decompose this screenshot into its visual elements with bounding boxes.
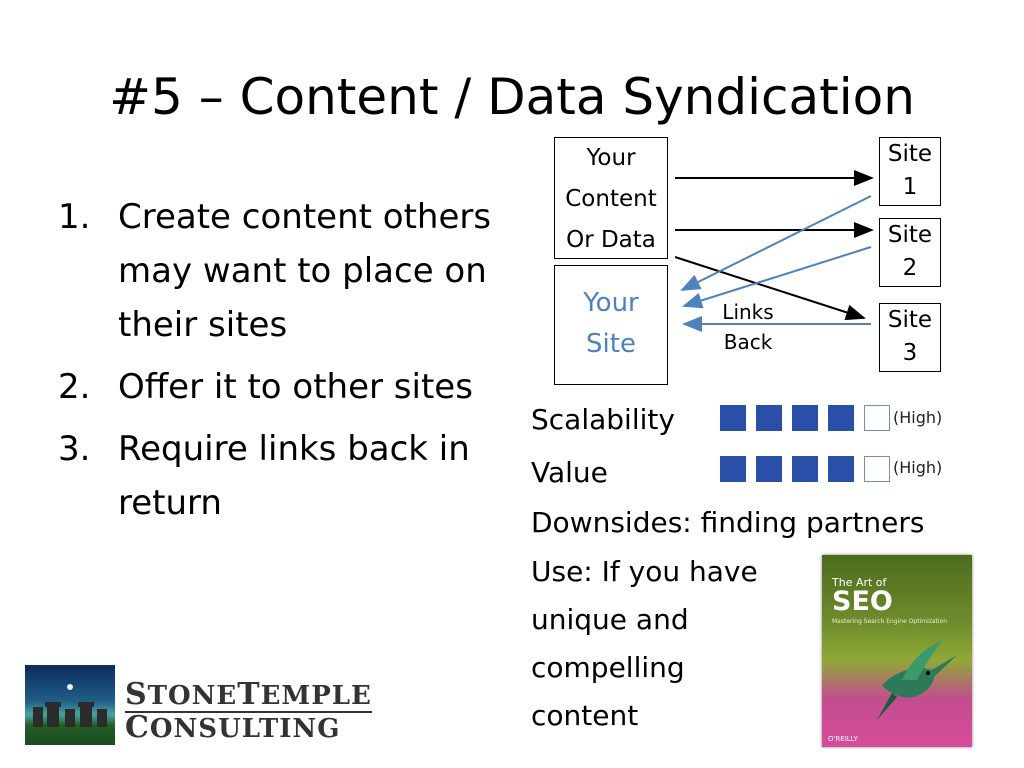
site-number: 2 xyxy=(902,255,918,281)
site-label: Site xyxy=(887,222,933,248)
step-number: 3. xyxy=(58,429,91,469)
rating-square-filled xyxy=(720,456,746,482)
book-cover-image: The Art of SEO Mastering Search Engine O… xyxy=(822,555,972,747)
content-or-data-box: Your Content Or Data xyxy=(554,137,668,259)
stonehenge-icon xyxy=(33,684,107,727)
rating-square-empty xyxy=(864,405,890,431)
box-line: Or Data xyxy=(566,227,656,253)
book-title-large: SEO xyxy=(832,586,893,617)
rating-square-filled xyxy=(828,405,854,431)
rating-square-filled xyxy=(756,456,782,482)
step-number: 2. xyxy=(58,367,91,407)
label-line: Links xyxy=(722,300,774,324)
box-line: Your xyxy=(586,145,636,171)
step-number: 1. xyxy=(58,197,91,237)
rating-square-filled xyxy=(828,456,854,482)
use-line: compelling xyxy=(531,651,685,684)
rating-square-filled xyxy=(792,456,818,482)
book-subtitle: Mastering Search Engine Optimization xyxy=(832,618,948,625)
downsides-text: Downsides: finding partners xyxy=(531,506,925,539)
rating-square-filled xyxy=(720,405,746,431)
book-publisher: O'REILLY xyxy=(828,735,858,743)
step-text: Require links back in return xyxy=(118,429,470,523)
box-line: Your xyxy=(583,288,639,318)
rating-square-filled xyxy=(756,405,782,431)
company-logo-text: STONETEMPLE CONSULTING xyxy=(125,680,372,744)
book-title-small: The Art of xyxy=(832,576,887,589)
use-line: Use: If you have xyxy=(531,555,758,588)
hummingbird-icon xyxy=(877,640,957,720)
use-line: unique and xyxy=(531,603,689,636)
arrow-site1-to-yoursite xyxy=(680,195,872,291)
value-rating xyxy=(720,456,890,482)
box-line: Site xyxy=(586,329,636,359)
site-number: 1 xyxy=(902,174,918,200)
site-1-box: Site 1 xyxy=(879,137,941,206)
site-label: Site xyxy=(887,141,933,167)
list-item: 3. Require links back in return xyxy=(58,422,498,530)
label-line: Back xyxy=(723,330,773,354)
box-line: Content xyxy=(565,186,657,212)
site-3-box: Site 3 xyxy=(879,303,941,372)
step-text: Create content others may want to place … xyxy=(118,197,492,345)
links-back-label: Links Back xyxy=(708,297,788,357)
steps-list: 1. Create content others may want to pla… xyxy=(58,190,498,530)
logo-line-2: CONSULTING xyxy=(125,710,341,745)
rating-square-filled xyxy=(792,405,818,431)
site-number: 3 xyxy=(902,340,918,366)
scalability-label: Scalability xyxy=(531,403,675,436)
list-item: 1. Create content others may want to pla… xyxy=(58,190,498,352)
scalability-rating xyxy=(720,405,890,431)
rating-square-empty xyxy=(864,456,890,482)
list-item: 2. Offer it to other sites xyxy=(58,360,498,414)
logo-line-1: STONETEMPLE xyxy=(125,677,372,713)
value-label: Value xyxy=(531,456,608,489)
step-text: Offer it to other sites xyxy=(118,367,473,407)
use-line: content xyxy=(531,699,639,732)
scalability-high-label: (High) xyxy=(893,408,943,427)
value-high-label: (High) xyxy=(893,458,943,477)
your-site-box: Your Site xyxy=(554,265,668,385)
site-2-box: Site 2 xyxy=(879,218,941,287)
use-text: Use: If you have unique and compelling c… xyxy=(531,548,961,740)
stonehenge-logo-image xyxy=(25,665,115,745)
site-label: Site xyxy=(887,307,933,333)
slide-title: #5 – Content / Data Syndication xyxy=(109,68,915,126)
